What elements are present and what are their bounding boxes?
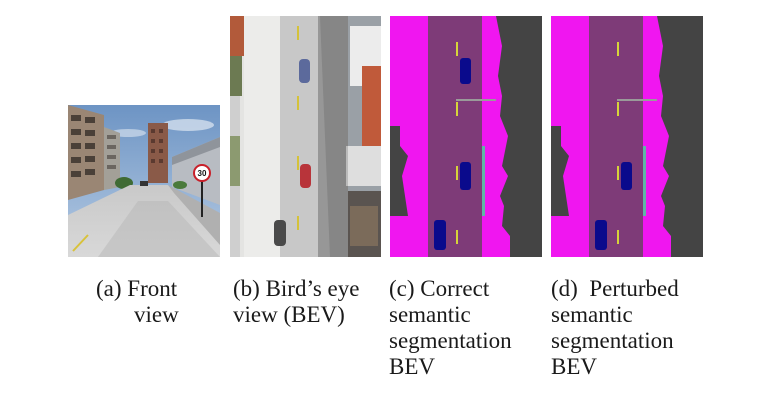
caption-d-line-3: segmentation <box>551 328 674 353</box>
caption-d-line-4: BEV <box>551 354 597 379</box>
caption-b-line-1: (b) Bird’s eye <box>233 276 360 301</box>
caption-c: (c) Correct semantic segmentation BEV <box>389 276 512 380</box>
caption-a-line-1: (a) Front <box>96 276 178 301</box>
caption-b: (b) Bird’s eye view (BEV) <box>233 276 359 328</box>
caption-c-line-3: segmentation <box>389 328 512 353</box>
birds-eye-view-image <box>230 16 381 257</box>
caption-c-line-2: semantic <box>389 302 471 327</box>
caption-a: (a) Front view <box>96 276 179 328</box>
caption-c-line-1: (c) Correct <box>389 276 490 301</box>
front-view-image: 30 <box>68 105 220 257</box>
correct-segmentation-image <box>390 16 542 257</box>
perturbed-segmentation-image <box>551 16 703 257</box>
caption-d: (d) Perturbed semantic segmentation BEV <box>551 276 679 380</box>
caption-a-line-2: view <box>134 302 179 327</box>
caption-c-line-4: BEV <box>389 354 435 379</box>
speed-sign-text: 30 <box>198 169 207 178</box>
caption-d-line-1: (d) Perturbed <box>551 276 679 301</box>
caption-d-line-2: semantic <box>551 302 633 327</box>
caption-b-line-2: view (BEV) <box>233 302 345 327</box>
